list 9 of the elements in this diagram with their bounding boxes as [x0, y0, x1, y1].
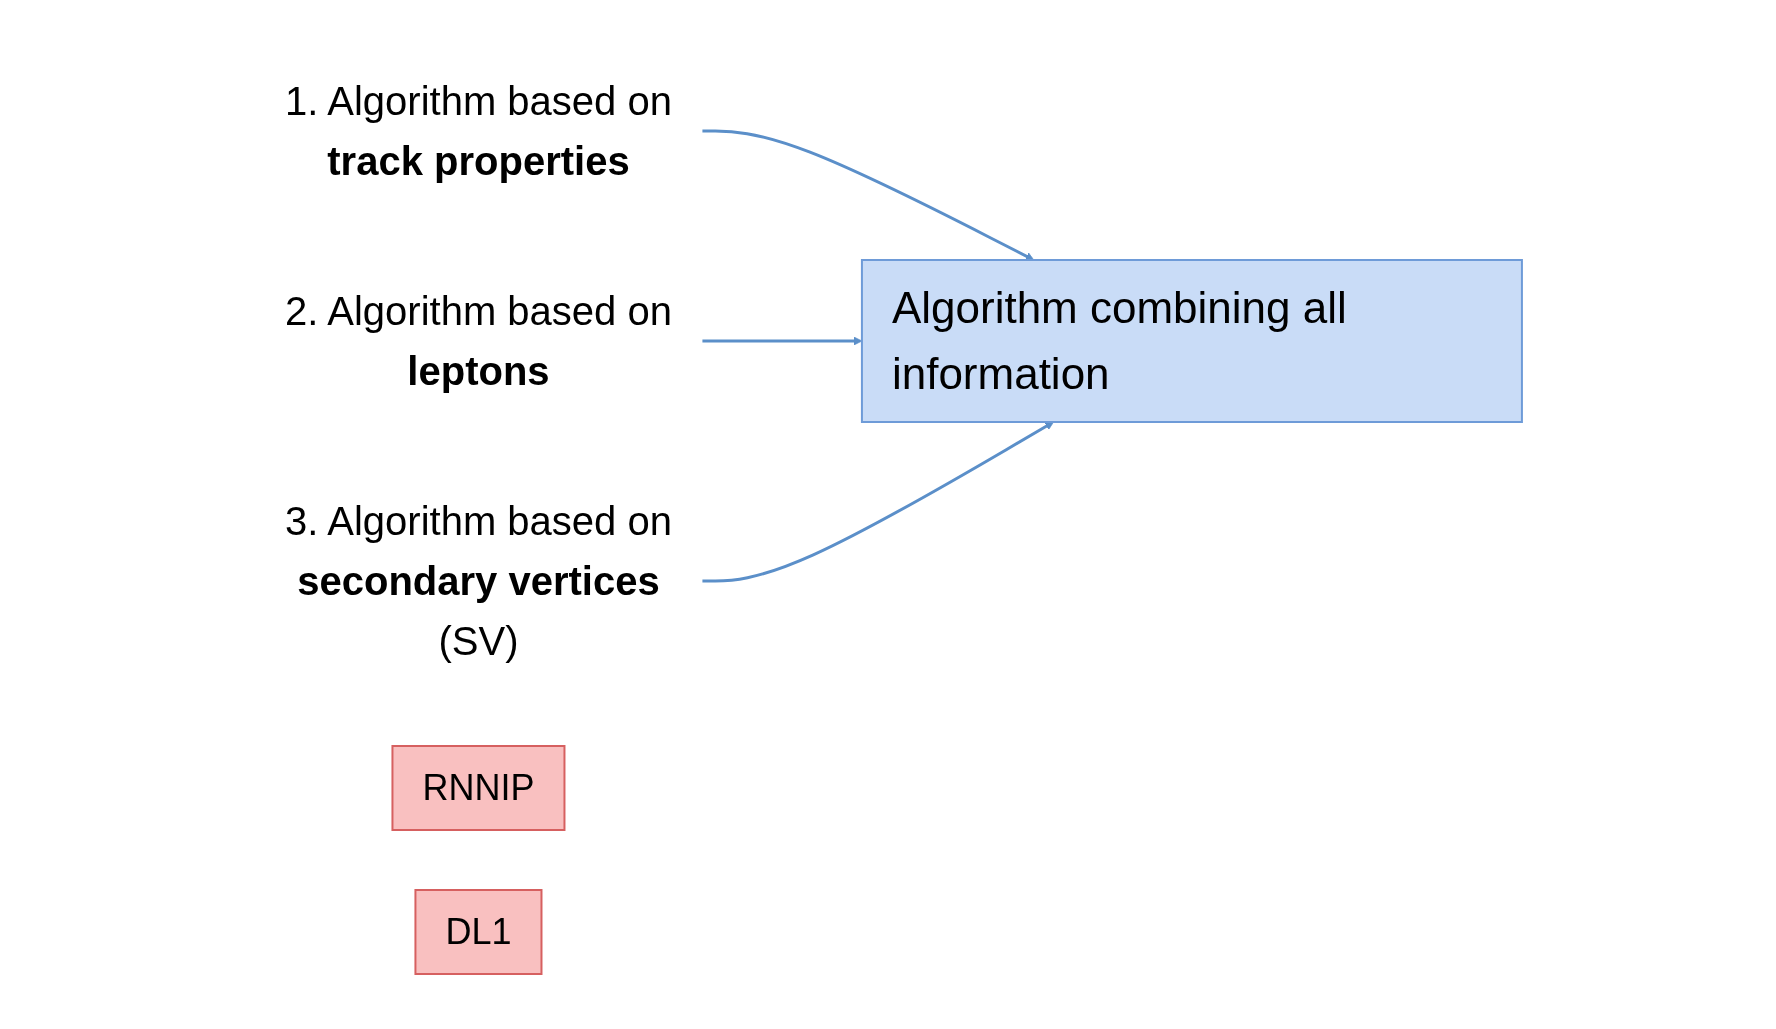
node-text: 2. Algorithm based on leptons — [284, 288, 672, 393]
node-box: Algorithm combining all information — [860, 258, 1523, 423]
node-box: DL1 — [413, 888, 542, 975]
arrow — [701, 336, 862, 345]
node-text: 3. Algorithm based on secondary vertices (SV) — [284, 498, 672, 663]
arrow — [701, 129, 1034, 260]
node-text: 1. Algorithm based on track properties — [284, 78, 672, 183]
node-box: RNNIP — [391, 744, 565, 831]
arrow — [701, 421, 1054, 582]
